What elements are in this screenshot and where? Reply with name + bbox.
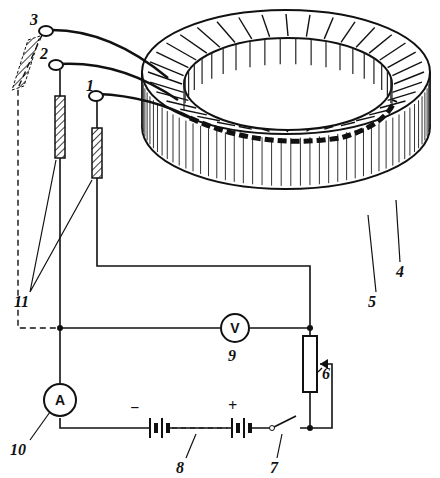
callout-number: 6 bbox=[322, 366, 330, 382]
winding bbox=[190, 100, 395, 141]
callout-number: 8 bbox=[176, 460, 184, 476]
callout-number: 2 bbox=[40, 46, 48, 62]
voltmeter-symbol: V bbox=[220, 313, 250, 343]
sleeve bbox=[92, 128, 102, 178]
battery bbox=[150, 418, 250, 438]
wire-dashed bbox=[18, 35, 60, 328]
terminals bbox=[39, 26, 103, 101]
meter-letter: A bbox=[55, 393, 65, 407]
stator-bore bbox=[184, 38, 392, 130]
wire bbox=[60, 328, 220, 383]
callout-number: 10 bbox=[10, 442, 26, 458]
sleeve bbox=[55, 96, 65, 158]
wires bbox=[60, 70, 332, 428]
callout-number: 9 bbox=[228, 348, 236, 364]
callout-number: 11 bbox=[14, 294, 29, 310]
callout-number: + bbox=[228, 398, 237, 414]
sleeve-dashed bbox=[12, 36, 40, 90]
rheostat bbox=[303, 336, 317, 392]
callout-number: 5 bbox=[368, 294, 376, 310]
leader-lines bbox=[30, 160, 400, 458]
callout-number: 7 bbox=[270, 460, 278, 476]
meter-letter: V bbox=[230, 321, 239, 335]
callout-number: 3 bbox=[30, 12, 38, 28]
callout-number: 4 bbox=[396, 264, 404, 280]
leads bbox=[52, 30, 196, 120]
ammeter-symbol: A bbox=[43, 383, 77, 417]
callout-number: 1 bbox=[86, 78, 94, 94]
callout-number: − bbox=[130, 400, 140, 416]
